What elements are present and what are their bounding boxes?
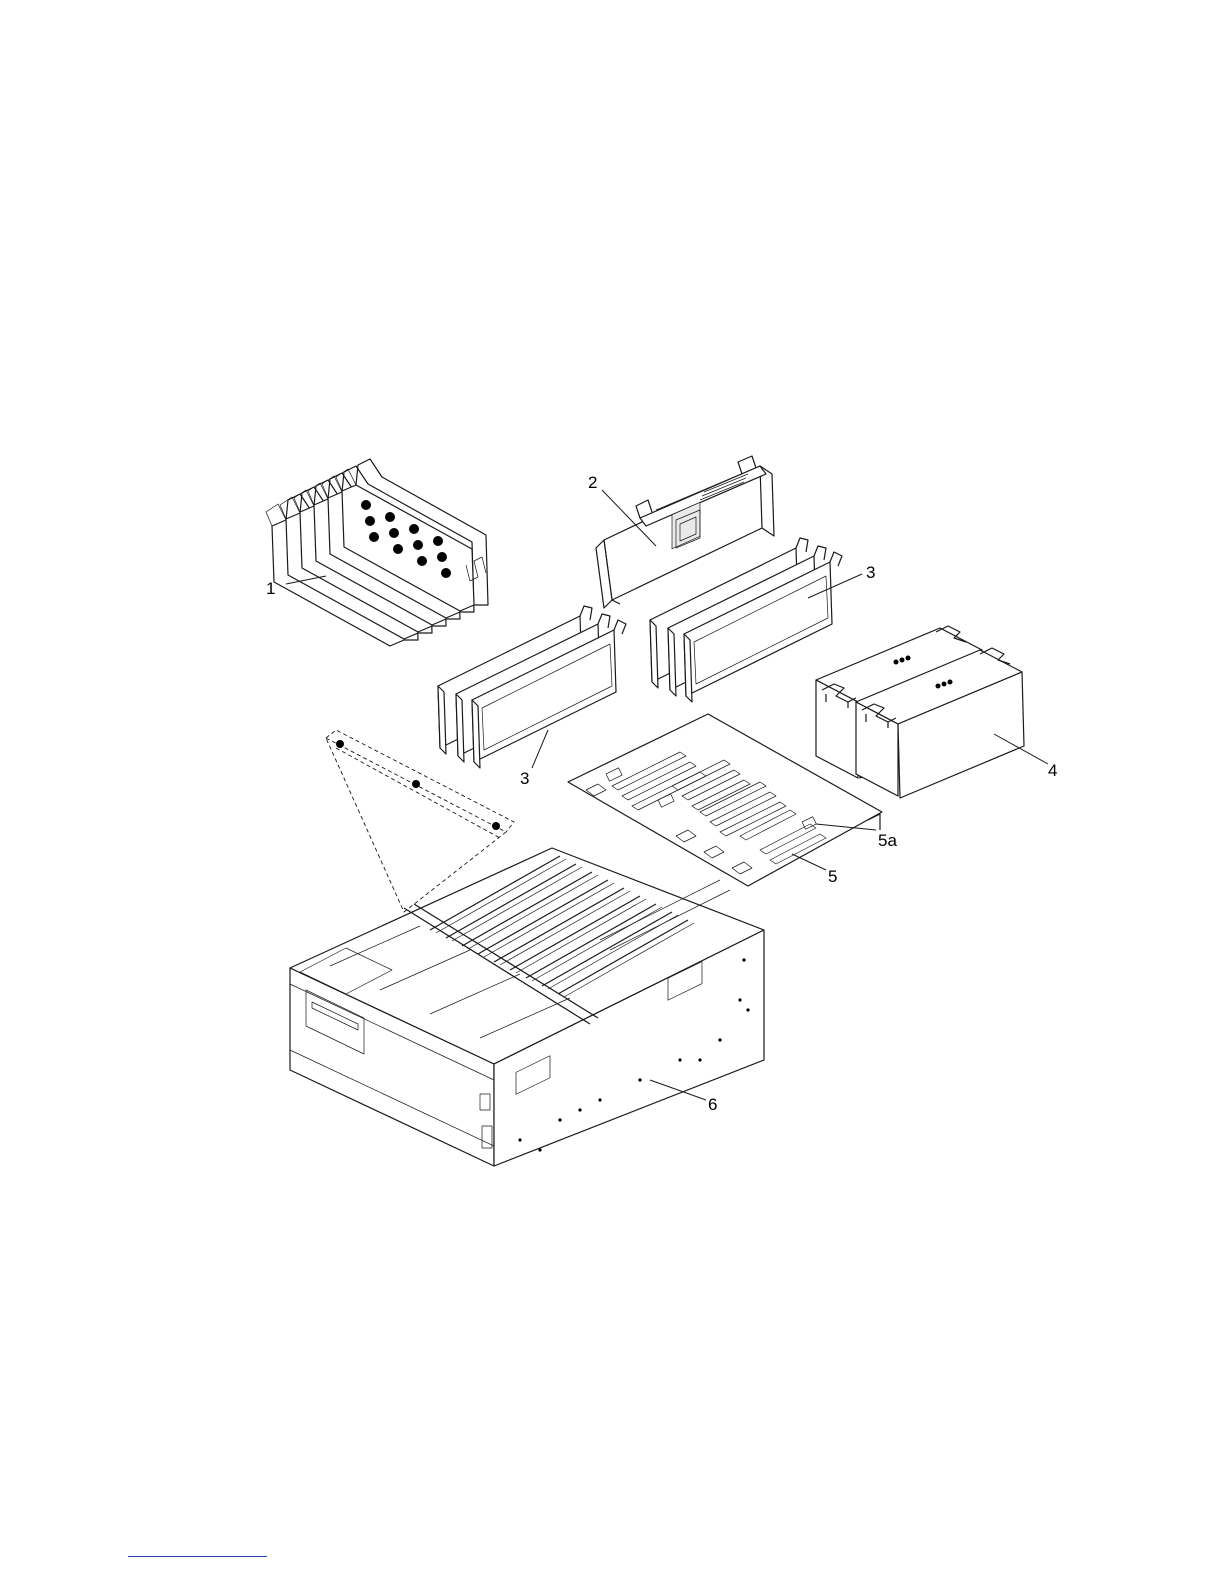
part-3-adapter-cards-left bbox=[438, 606, 626, 768]
callout-3-right: 3 bbox=[866, 563, 875, 582]
footer-rule bbox=[128, 1556, 267, 1557]
callout-1: 1 bbox=[266, 579, 275, 598]
callout-2: 2 bbox=[588, 473, 597, 492]
callout-5a: 5a bbox=[878, 831, 897, 850]
callout-3-left: 3 bbox=[520, 769, 529, 788]
part-4-power-supplies bbox=[816, 626, 1024, 798]
callout-4: 4 bbox=[1048, 761, 1057, 780]
callout-6: 6 bbox=[708, 1095, 717, 1114]
part-1-card-retainers bbox=[266, 459, 488, 646]
callout-5: 5 bbox=[828, 867, 837, 886]
